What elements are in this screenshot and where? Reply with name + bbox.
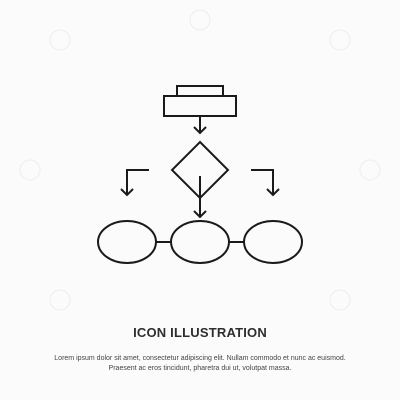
flowchart-icon-container	[97, 85, 303, 264]
flowchart-algorithm-icon	[97, 85, 303, 264]
arrowhead-right-branch	[266, 188, 280, 197]
connector-right-branch	[251, 169, 274, 195]
terminal-ellipse-right	[243, 220, 303, 264]
caption-description: Lorem ipsum dolor sit amet, consectetur …	[20, 354, 380, 374]
terminal-ellipse-middle	[170, 220, 230, 264]
caption-title: ICON ILLUSTRATION	[133, 325, 267, 340]
caption-line-2: Praesent ac eros tincidunt, pharetra dui…	[108, 365, 292, 372]
terminal-ellipse-left	[97, 220, 157, 264]
connector-left-branch	[126, 169, 149, 195]
arrowhead-decision-to-middle	[193, 210, 207, 219]
caption-line-1: Lorem ipsum dolor sit amet, consectetur …	[54, 355, 346, 362]
process-box-outer	[163, 95, 237, 117]
arrowhead-left-branch	[120, 188, 134, 197]
process-box-inner	[176, 85, 224, 97]
arrowhead-box-to-decision	[193, 126, 207, 135]
